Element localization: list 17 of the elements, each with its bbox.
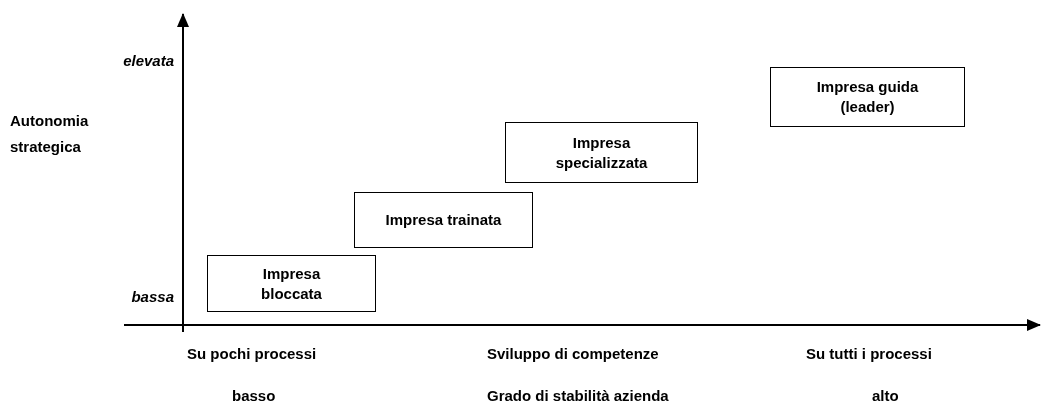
axis-category-label: Sviluppo di competenze	[487, 344, 659, 364]
box-label: Impresa specializzata	[554, 132, 649, 173]
axis-level-label: alto	[872, 386, 899, 406]
axis-level-label: bassa	[130, 287, 174, 307]
axis-category-label: Su pochi processi	[187, 344, 317, 364]
axis-level-label: basso	[232, 386, 276, 406]
axis-category-label: Su tutti i processi	[806, 344, 932, 364]
box-label: Impresa guida (leader)	[815, 77, 920, 117]
position-box	[354, 192, 533, 248]
box-label: Impresa trainata	[385, 210, 502, 230]
box-label: Impresa bloccata	[260, 263, 323, 304]
position-box	[770, 67, 965, 127]
position-box	[505, 122, 698, 183]
axis-title: Autonomia strategica	[10, 111, 90, 157]
position-box	[207, 255, 376, 312]
axis-level-label: elevata	[122, 51, 174, 71]
axis-title: Grado di stabilità azienda	[487, 386, 669, 406]
